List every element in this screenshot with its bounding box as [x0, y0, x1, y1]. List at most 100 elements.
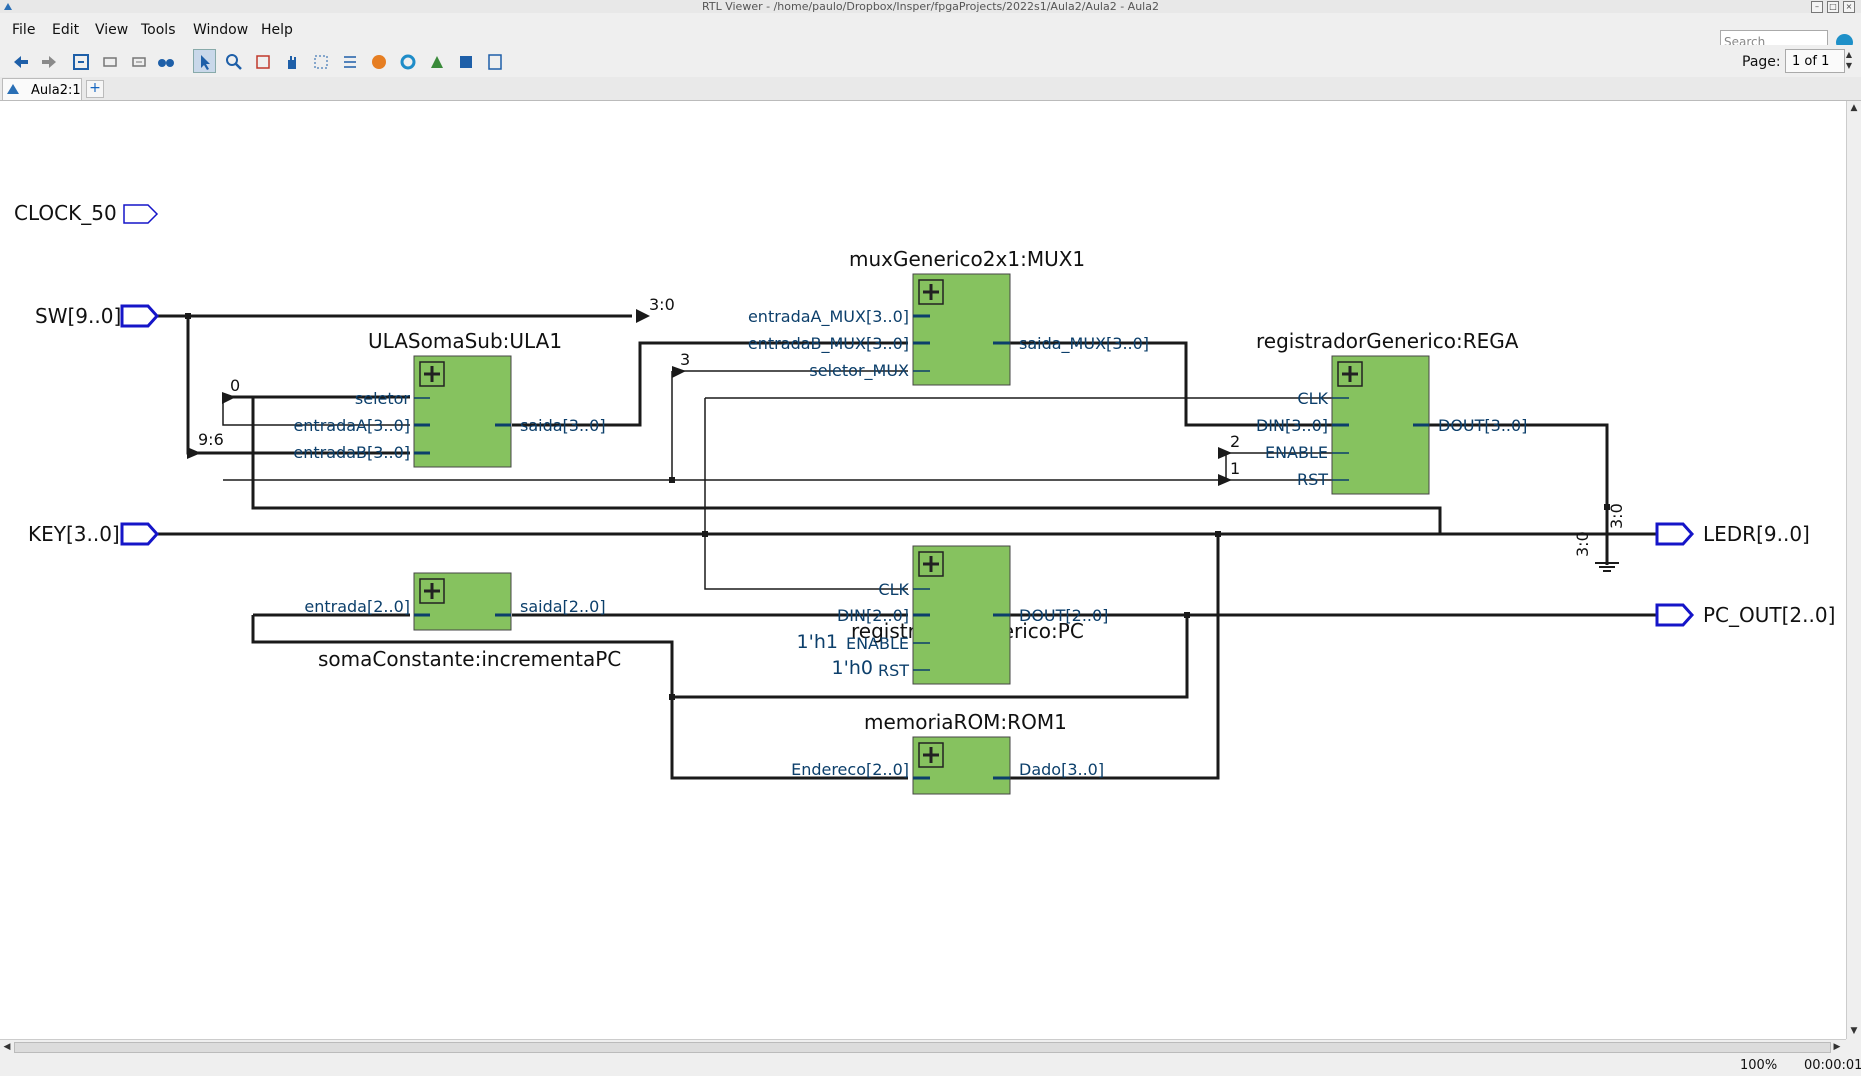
- rega-pin-dout: DOUT[3..0]: [1438, 416, 1527, 435]
- pc-pin-enable: ENABLE: [846, 634, 909, 653]
- key-port[interactable]: KEY[3..0]: [28, 522, 160, 546]
- filter-icon[interactable]: [428, 53, 446, 71]
- expand-icon[interactable]: [419, 361, 445, 387]
- pc-out-port[interactable]: PC_OUT[2..0]: [1655, 603, 1835, 627]
- hand-pan-icon[interactable]: [283, 53, 301, 71]
- rom-block-title: memoriaROM:ROM1: [864, 710, 1067, 734]
- pc-pin-clk: CLK: [878, 580, 909, 599]
- scroll-down-icon[interactable]: ▼: [1850, 1026, 1858, 1036]
- menu-window[interactable]: Window: [193, 22, 249, 38]
- pc-pin-rst: RST: [878, 661, 909, 680]
- page-selector[interactable]: 1 of 1: [1785, 49, 1845, 73]
- menu-bar: File Edit View Tools Window Help Search …: [0, 13, 1861, 63]
- zoom-icon[interactable]: [225, 53, 243, 71]
- hierarchy-up-icon[interactable]: [101, 53, 119, 71]
- menu-help[interactable]: Help: [261, 22, 293, 38]
- expand-icon[interactable]: [1337, 361, 1363, 387]
- rom-pin-data: Dado[3..0]: [1019, 760, 1104, 779]
- select-pointer-icon[interactable]: [196, 53, 214, 71]
- mux-pin-sel: seletor_MUX: [809, 361, 909, 381]
- page-spinner[interactable]: ▲▼: [1845, 50, 1853, 70]
- ground-icon: [1595, 534, 1619, 572]
- pc-enable-const: 1'h1: [797, 631, 838, 653]
- key-port-label: KEY[3..0]: [28, 522, 120, 546]
- rtl-viewer-icon: [4, 3, 12, 10]
- bus-label-sel-ula: 0: [230, 376, 240, 395]
- bus-label-rega-rst: 1: [1230, 459, 1240, 478]
- page-label: Page:: [1742, 54, 1781, 70]
- rtl-viewer-icon: [7, 84, 19, 94]
- inc-block-title: somaConstante:incrementaPC: [318, 647, 621, 671]
- vertical-scrollbar[interactable]: ▲ ▼: [1846, 101, 1861, 1039]
- ula-block[interactable]: ULASomaSub:ULA1 seletor entradaA[3..0] e…: [293, 329, 606, 468]
- rega-pin-rst: RST: [1297, 470, 1328, 489]
- inc-block[interactable]: somaConstante:incrementaPC entrada[2..0]…: [304, 572, 621, 671]
- fit-window-icon[interactable]: [254, 53, 272, 71]
- pc-block[interactable]: registradorGenerico:PC CLK DIN[2..0] ENA…: [797, 545, 1109, 685]
- bus-arrows: [187, 309, 1232, 486]
- ula-pin-sel: seletor: [355, 389, 411, 408]
- pc-pin-dout: DOUT[2..0]: [1019, 606, 1108, 625]
- scroll-up-icon[interactable]: ▲: [1850, 103, 1858, 113]
- elapsed-time: 00:00:01: [1804, 1058, 1861, 1073]
- minimize-button[interactable]: –: [1811, 1, 1823, 13]
- page-setup-icon[interactable]: [486, 53, 504, 71]
- bus-wires: [152, 314, 1658, 780]
- tab-aula2[interactable]: Aula2:1: [2, 78, 82, 100]
- schematic-canvas[interactable]: CLOCK_50 SW[9..0] KEY[3..0] LEDR[9..0] P…: [0, 101, 1846, 1039]
- area-select-icon[interactable]: [312, 53, 330, 71]
- ledr-port[interactable]: LEDR[9..0]: [1655, 522, 1810, 546]
- rega-pin-din: DIN[3..0]: [1256, 416, 1328, 435]
- expand-icon[interactable]: [918, 279, 944, 305]
- rega-pin-enable: ENABLE: [1265, 443, 1328, 462]
- sw-port[interactable]: SW[9..0]: [35, 304, 160, 328]
- menu-file[interactable]: File: [12, 22, 36, 38]
- signal-wires: [222, 370, 1336, 590]
- rega-block[interactable]: registradorGenerico:REGA CLK DIN[3..0] E…: [1256, 329, 1527, 495]
- menu-tools[interactable]: Tools: [141, 22, 176, 38]
- bus-label-sw-ulab: 9:6: [198, 430, 224, 449]
- menu-edit[interactable]: Edit: [52, 22, 80, 38]
- clock-port-label: CLOCK_50: [14, 201, 117, 225]
- toolbar: Page: 1 of 1 ▲▼: [0, 45, 1861, 77]
- add-tab-button[interactable]: +: [86, 80, 104, 98]
- export-icon[interactable]: [457, 53, 475, 71]
- hierarchy-down-icon[interactable]: [130, 53, 148, 71]
- rega-pin-clk: CLK: [1297, 389, 1328, 408]
- find-icon[interactable]: [157, 53, 175, 71]
- menu-view[interactable]: View: [95, 22, 129, 38]
- gear-icon[interactable]: [399, 53, 417, 71]
- mux-block-title: muxGenerico2x1:MUX1: [849, 247, 1085, 271]
- inc-pin-out: saida[2..0]: [520, 597, 606, 616]
- scroll-right-icon[interactable]: ▶: [1833, 1042, 1841, 1052]
- netlist-icon[interactable]: [341, 53, 359, 71]
- zoom-level: 100%: [1740, 1058, 1778, 1073]
- mux-pin-in-b: entradaB_MUX[3..0]: [748, 334, 909, 354]
- schematic[interactable]: CLOCK_50 SW[9..0] KEY[3..0] LEDR[9..0] P…: [0, 101, 1846, 1039]
- color-palette-icon[interactable]: [370, 53, 388, 71]
- rom-pin-addr: Endereco[2..0]: [791, 760, 909, 779]
- status-bar: 100% 00:00:01: [0, 1055, 1861, 1076]
- ledr-port-label: LEDR[9..0]: [1703, 522, 1810, 546]
- horizontal-scroll-thumb[interactable]: [14, 1042, 1831, 1053]
- expand-icon[interactable]: [918, 551, 944, 577]
- mux-pin-in-a: entradaA_MUX[3..0]: [748, 307, 909, 327]
- maximize-button[interactable]: □: [1827, 1, 1839, 13]
- bus-label-ledr-lo: 3:0: [1573, 531, 1592, 557]
- forward-icon[interactable]: [40, 53, 58, 71]
- scroll-left-icon[interactable]: ◀: [3, 1042, 11, 1052]
- rom-block[interactable]: memoriaROM:ROM1 Endereco[2..0] Dado[3..0…: [791, 710, 1104, 795]
- window-controls: – □ ×: [1811, 1, 1855, 13]
- refresh-icon[interactable]: [72, 53, 90, 71]
- clock-port[interactable]: CLOCK_50: [14, 201, 159, 225]
- tab-bar: Aula2:1 +: [0, 77, 1861, 101]
- mux-pin-out: saida_MUX[3..0]: [1019, 334, 1149, 354]
- expand-icon[interactable]: [419, 578, 445, 604]
- mux-block[interactable]: muxGenerico2x1:MUX1 entradaA_MUX[3..0] e…: [748, 247, 1149, 386]
- bus-label-sel-mux: 3: [680, 350, 690, 369]
- bus-label-ledr-hi: 3:0: [1607, 503, 1626, 529]
- expand-icon[interactable]: [918, 742, 944, 768]
- close-button[interactable]: ×: [1843, 1, 1855, 13]
- back-icon[interactable]: [12, 53, 30, 71]
- horizontal-scrollbar[interactable]: ◀ ▶: [0, 1039, 1846, 1054]
